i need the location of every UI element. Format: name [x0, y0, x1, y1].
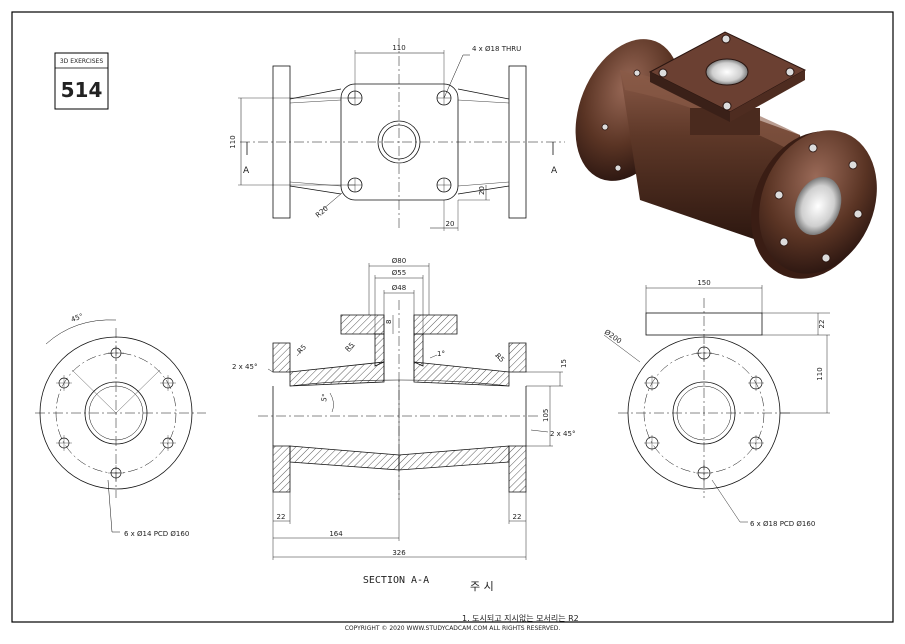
dim-22-right: 22 [513, 513, 522, 521]
top-view [238, 38, 565, 231]
dim-22-pad: 22 [818, 320, 826, 329]
exercise-badge: 3D EXERCISES 514 [54, 52, 109, 110]
angle-1deg: 1° [437, 350, 445, 358]
dia-200: Ø200 [603, 328, 623, 345]
hole-note-top: 4 x Ø18 THRU [472, 45, 521, 53]
dia-80: Ø80 [392, 257, 406, 265]
dim-326: 326 [392, 549, 406, 557]
dia-55: Ø55 [392, 269, 406, 277]
badge-number: 514 [61, 78, 103, 102]
section-view: Ø80 Ø55 Ø48 8 R5 R5 R5 1° 2 x 45° 2 x 45… [232, 257, 575, 586]
dim-164: 164 [329, 530, 343, 538]
section-title: SECTION A-A [363, 575, 429, 586]
hole-note-left: 6 x Ø14 PCD Ø160 [124, 530, 189, 538]
sheet-border [11, 11, 894, 623]
notes-block: 주 시 1. 도시되고 지시없는 모서리는 R2 [462, 580, 579, 623]
badge-caption: 3D EXERCISES [60, 58, 103, 65]
dia-48: Ø48 [392, 284, 406, 292]
right-end-labels: 150 22 110 Ø200 6 x Ø18 PCD Ø160 [603, 279, 826, 528]
isometric-render [575, 31, 877, 279]
copyright-text: COPYRIGHT © 2020 WWW.STUDYCADCAM.COM ALL… [344, 625, 561, 632]
chamfer-left: 2 x 45° [232, 363, 257, 371]
dim-110-height: 110 [229, 135, 237, 148]
dim-20-vertical: 20 [478, 186, 486, 195]
notes-line-1: 1. 도시되고 지시없는 모서리는 R2 [462, 614, 579, 623]
dim-105: 105 [542, 409, 550, 422]
hole-note-right: 6 x Ø18 PCD Ø160 [750, 520, 815, 528]
cut-label-left: A [243, 166, 250, 176]
dim-22-left: 22 [277, 513, 286, 521]
cut-label-right: A [551, 166, 558, 176]
chamfer-right: 2 x 45° [550, 430, 575, 438]
dim-15: 15 [560, 359, 568, 368]
dim-110-width: 110 [392, 44, 405, 52]
left-end-view [35, 319, 206, 533]
radius-r20: R20 [314, 205, 330, 220]
dim-8: 8 [385, 320, 393, 324]
notes-heading: 주 시 [470, 580, 494, 593]
r5-left: R5 [296, 343, 308, 355]
r5-right: R5 [494, 352, 506, 364]
dim-20-horizontal: 20 [446, 220, 455, 228]
dim-150: 150 [697, 279, 710, 287]
r5-mid: R5 [344, 341, 356, 353]
right-end-view [603, 285, 830, 523]
dim-110-right: 110 [816, 367, 824, 380]
angle-5deg: 5° [320, 393, 329, 402]
angle-45: 45° [70, 312, 84, 324]
left-end-labels: 45° 6 x Ø14 PCD Ø160 [70, 312, 189, 538]
